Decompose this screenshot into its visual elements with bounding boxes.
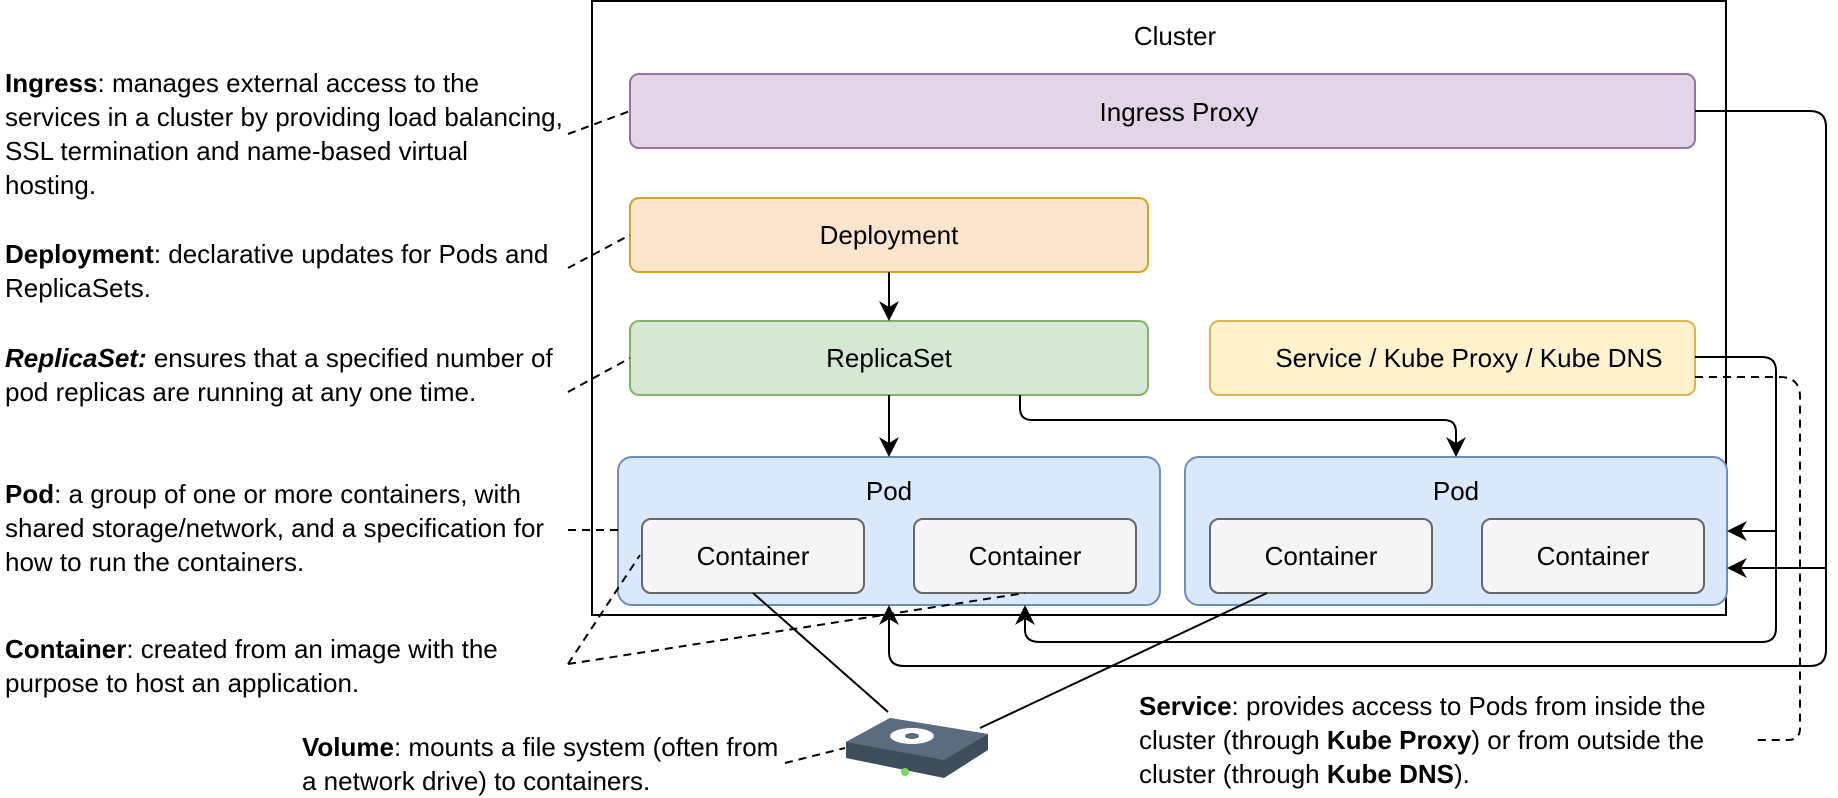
deployment-term: Deployment (5, 239, 154, 269)
replicaset-to-pod2-arrow (1019, 395, 1466, 457)
service-term: Service (1139, 691, 1232, 721)
deployment-text: : declarative updates for Pods and Repli… (5, 239, 549, 303)
deployment-description: Deployment: declarative updates for Pods… (5, 237, 575, 305)
ingress-description: Ingress: manages external access to the … (5, 66, 565, 202)
pod-text: : a group of one or more containers, wit… (5, 479, 545, 577)
volume-description: Volume: mounts a file system (often from… (302, 730, 792, 798)
service-text-1: : provides access to Pods from inside th… (1139, 691, 1706, 755)
container-label: Container (969, 541, 1082, 571)
volume-link-line (752, 592, 889, 713)
container-label: Container (1537, 541, 1650, 571)
volume-term: Volume (302, 732, 394, 762)
kube-proxy-term: Kube Proxy (1326, 725, 1472, 755)
container-text: : created from an image with the purpose… (5, 634, 498, 698)
cluster-box (591, 0, 1727, 616)
service-text-2: ) or from outside the cluster (through (1139, 725, 1705, 789)
hard-drive-icon (846, 718, 988, 778)
container-term: Container (5, 634, 127, 664)
service-description: Service: provides access to Pods from in… (1139, 689, 1769, 791)
container-label: Container (697, 541, 810, 571)
pod-label: Pod (866, 476, 912, 506)
service-label: Service / Kube Proxy / Kube DNS (1275, 343, 1662, 373)
container-label: Container (1265, 541, 1378, 571)
annotation-lines (567, 110, 1801, 764)
ingress-term: Ingress (5, 68, 98, 98)
container-description: Container: created from an image with th… (5, 632, 575, 700)
volume-text: : mounts a file system (often from a net… (302, 732, 779, 796)
replicaset-text: ensures that a specified number of pod r… (5, 343, 553, 407)
container-box[interactable] (1481, 518, 1705, 594)
replicaset-description: ReplicaSet: ensures that a specified num… (5, 341, 565, 409)
pod-description: Pod: a group of one or more containers, … (5, 477, 575, 579)
kube-dns-term: Kube DNS (1326, 759, 1454, 789)
service-text-3: ). (1454, 759, 1470, 789)
container-box[interactable] (1209, 518, 1433, 594)
pod-label: Pod (1433, 476, 1479, 506)
cluster-label: Cluster (1134, 21, 1217, 51)
replicaset-term: ReplicaSet: (5, 343, 147, 373)
replicaset-label: ReplicaSet (826, 343, 953, 373)
volume-link-line (979, 592, 1268, 729)
ingress-route-arrow (879, 110, 1827, 667)
deployment-label: Deployment (820, 220, 960, 250)
ingress-proxy-label: Ingress Proxy (1100, 97, 1259, 127)
pod-term: Pod (5, 479, 55, 509)
ingress-text: : manages external access to the service… (5, 68, 563, 200)
service-route-arrow (1015, 356, 1777, 643)
